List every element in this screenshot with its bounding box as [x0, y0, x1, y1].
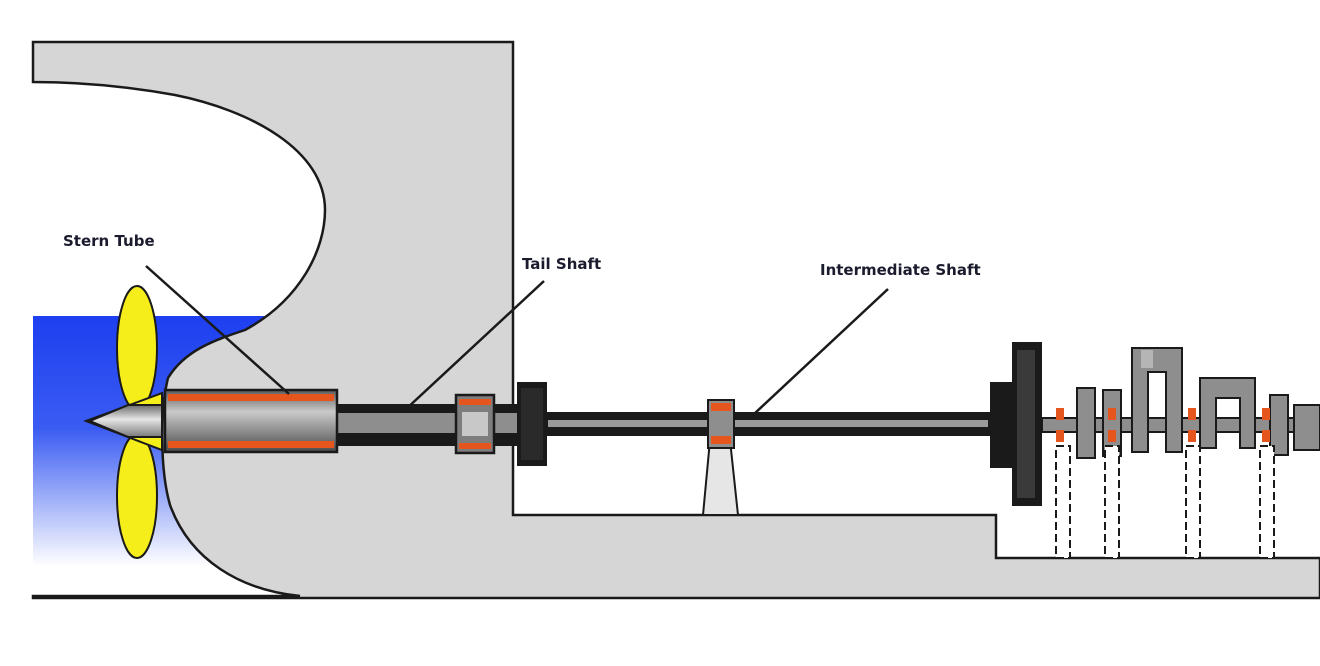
intermediate-shaft-highlight — [548, 420, 988, 427]
propeller — [83, 285, 163, 559]
propeller-boss — [87, 404, 163, 438]
propeller-blade-lower — [116, 433, 158, 559]
tail-shaft-label: Tail Shaft — [522, 255, 601, 273]
intermediate-bearing-orange-top — [711, 403, 731, 411]
intermediate-shaft-leader — [753, 288, 889, 415]
hull-stern — [31, 40, 1320, 600]
intermediate-shaft-label: Intermediate Shaft — [820, 261, 981, 279]
stern-tube-label: Stern Tube — [63, 232, 155, 250]
tail-shaft-leader — [404, 280, 545, 411]
intermediate-bearing-orange-bottom — [711, 436, 731, 444]
forward-seal-orange-bottom — [459, 443, 491, 449]
stern-tube-leader — [145, 265, 290, 395]
stern-tube-bearing-bottom — [168, 441, 334, 448]
propeller-blade-upper — [116, 285, 158, 411]
stern-tube-bearing-top — [168, 394, 334, 401]
thrust-flange-small — [990, 382, 1014, 468]
forward-seal-core — [462, 412, 488, 436]
forward-seal-orange-top — [459, 399, 491, 405]
crankshaft — [1041, 347, 1320, 559]
intermediate-bearing-pedestal — [701, 439, 740, 516]
